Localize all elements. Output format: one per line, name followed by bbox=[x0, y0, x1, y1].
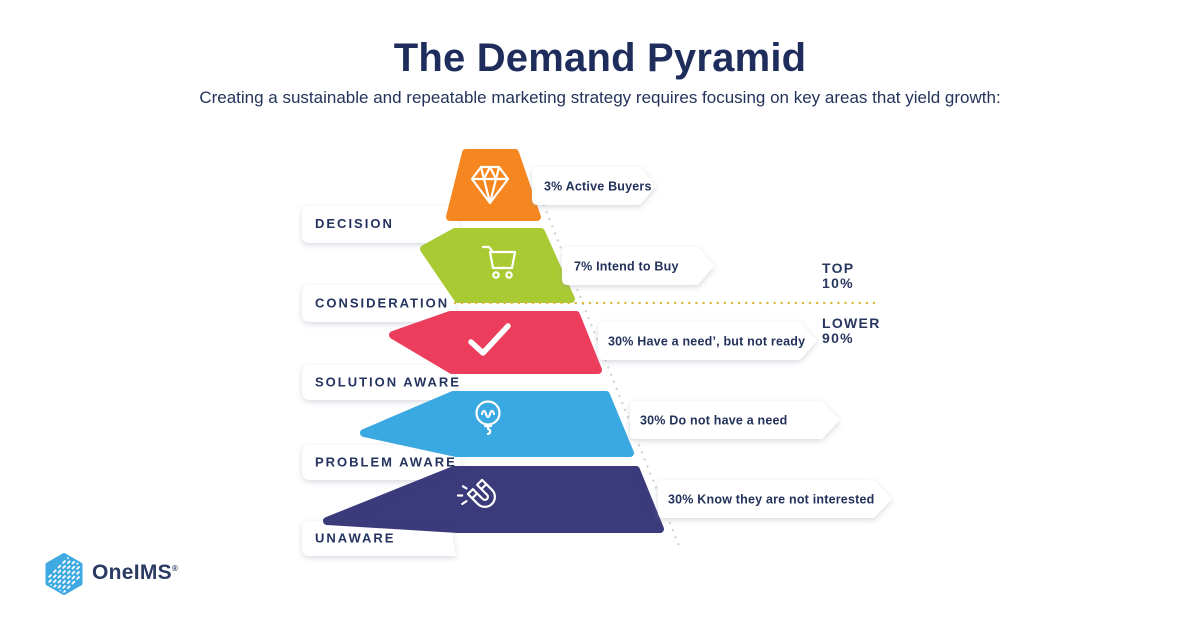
pyramid-level bbox=[420, 228, 575, 303]
guide-dotted-line bbox=[539, 196, 683, 553]
stage-bar-decision bbox=[302, 206, 462, 243]
magnet-icon bbox=[456, 478, 496, 508]
pyramid-level bbox=[360, 391, 634, 457]
segment-lower-label: LOWER bbox=[822, 315, 881, 331]
bulb-icon bbox=[475, 400, 501, 436]
pyramid-bands bbox=[323, 149, 664, 533]
brand-name-text: OneIMS bbox=[92, 561, 172, 584]
callout-tag bbox=[532, 167, 656, 205]
stage-label: CONSIDERATION bbox=[315, 296, 449, 311]
diamond-icon bbox=[470, 165, 510, 205]
check-icon bbox=[468, 323, 511, 356]
callout-tags bbox=[532, 167, 892, 518]
callout-label: 30% Have a need’, but not ready bbox=[608, 335, 805, 349]
segment-top-label: TOP bbox=[822, 260, 855, 276]
segment-top-value: 10% bbox=[822, 275, 854, 291]
stage-label: DECISION bbox=[315, 216, 394, 231]
callout-label: 7% Intend to Buy bbox=[574, 260, 679, 274]
callout-tag bbox=[658, 480, 892, 518]
stage-label: SOLUTION AWARE bbox=[315, 375, 461, 390]
cart-icon bbox=[481, 245, 517, 279]
segment-lower-value: 90% bbox=[822, 330, 854, 346]
segment-top: TOP 10% bbox=[822, 261, 854, 291]
stage-bar-problem-aware bbox=[302, 445, 464, 480]
stage-bars bbox=[302, 206, 464, 556]
stage-label: UNAWARE bbox=[315, 531, 395, 546]
brand-name: OneIMS® bbox=[92, 561, 178, 585]
stage-bar-solution-aware bbox=[302, 365, 458, 400]
callout-tag bbox=[630, 401, 840, 439]
callout-tag bbox=[598, 322, 817, 360]
stage-labels: DECISION CONSIDERATION SOLUTION AWARE PR… bbox=[315, 216, 461, 546]
stage-bar-consideration bbox=[302, 285, 458, 322]
callout-tag bbox=[562, 247, 714, 285]
stage-label: PROBLEM AWARE bbox=[315, 455, 457, 470]
segment-lower: LOWER 90% bbox=[822, 316, 881, 346]
page-subtitle: Creating a sustainable and repeatable ma… bbox=[199, 88, 1001, 107]
hexagon-hatch-pattern bbox=[47, 555, 81, 593]
callout-label: 3% Active Buyers bbox=[544, 180, 652, 194]
brand-logo-icon bbox=[45, 553, 83, 595]
trademark-symbol: ® bbox=[171, 564, 179, 573]
page-title: The Demand Pyramid bbox=[393, 36, 807, 80]
callout-labels: 3% Active Buyers 7% Intend to Buy 30% Ha… bbox=[544, 180, 874, 507]
callout-label: 30% Know they are not interested bbox=[668, 493, 874, 507]
callout-label: 30% Do not have a need bbox=[640, 414, 788, 428]
